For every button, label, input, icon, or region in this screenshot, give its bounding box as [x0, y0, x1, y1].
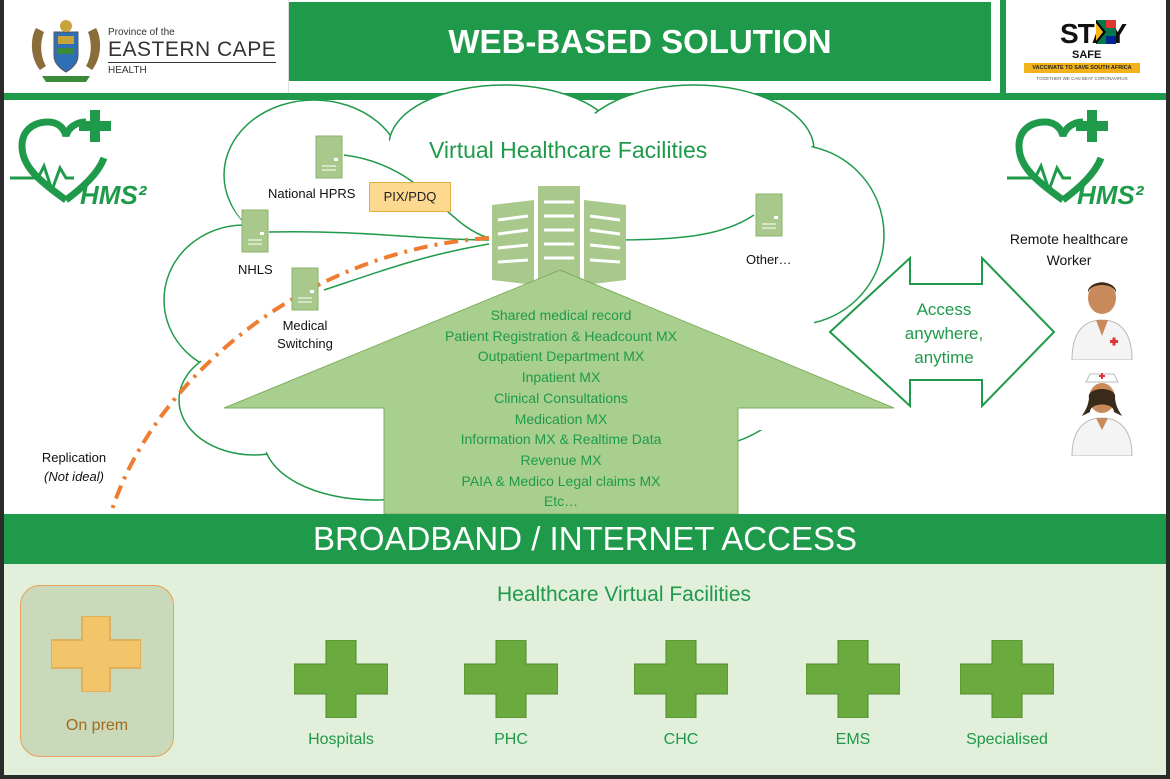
- facility-ems: EMS: [805, 639, 901, 760]
- service-item: Shared medical record: [490, 307, 632, 323]
- service-item: Medication MX: [514, 410, 608, 427]
- other-label: Other…: [746, 252, 792, 267]
- server-other-icon: [755, 193, 783, 237]
- facility-label: CHC: [663, 731, 699, 748]
- service-item: Revenue MX: [520, 451, 602, 468]
- on-prem-label: On prem: [65, 717, 129, 734]
- cloud-diagram: [98, 84, 1056, 581]
- nhls-label: NHLS: [238, 262, 273, 277]
- ems-cross-icon: [805, 639, 901, 719]
- stay-safe-tagline: VACCINATE TO SAVE SOUTH AFRICA: [1024, 63, 1140, 73]
- server-national-hprs-icon: [315, 135, 343, 179]
- header-rule: [4, 93, 1166, 100]
- on-prem-box: On prem: [20, 585, 174, 757]
- doctor-icon: [1071, 282, 1133, 360]
- page-title: WEB-BASED SOLUTION: [289, 2, 991, 81]
- medical-switching-label-1: Medical: [282, 318, 328, 333]
- server-medical-switching-icon: [291, 267, 319, 311]
- server-nhls-icon: [241, 209, 269, 253]
- cloud-title: Virtual Healthcare Facilities: [429, 137, 708, 163]
- facilities-title: Healthcare Virtual Facilities: [496, 583, 752, 606]
- header-divider: [1000, 0, 1006, 93]
- service-item: Inpatient MX: [521, 369, 601, 386]
- facility-label: Specialised: [966, 731, 1048, 748]
- facility-label: EMS: [835, 731, 871, 748]
- hms-text-left: HMS²: [80, 180, 147, 210]
- remote-worker-label: Remote healthcare Worker: [994, 229, 1144, 271]
- facility-specialised: Specialised: [959, 639, 1055, 760]
- access-line: anywhere,: [904, 324, 984, 343]
- slide: Province of the EASTERN CAPE HEALTH WEB-…: [4, 0, 1166, 775]
- facility-label: Hospitals: [308, 731, 374, 748]
- service-item: Etc…: [543, 493, 579, 510]
- service-item: PAIA & Medico Legal claims MX: [461, 472, 661, 489]
- stay-safe-safe: SAFE: [1072, 49, 1102, 61]
- service-item: Patient Registration & Headcount MX: [445, 327, 677, 344]
- logo-line2: EASTERN CAPE: [108, 38, 277, 63]
- remote-worker-label-line: Worker: [1046, 252, 1092, 268]
- access-double-arrow: [828, 255, 1056, 409]
- remote-worker-label-line: Remote healthcare: [1009, 231, 1129, 247]
- broadband-banner: BROADBAND / INTERNET ACCESS: [4, 514, 1166, 564]
- nurse-icon: [1071, 373, 1133, 456]
- server-cluster-icon: [492, 186, 626, 290]
- facility-phc: PHC: [463, 639, 559, 760]
- service-item: Information MX & Realtime Data: [460, 431, 662, 448]
- facility-hospitals: Hospitals: [293, 639, 389, 760]
- stay-safe-logo: STAY SAFE VACCINATE TO SAVE SOUTH AFRICA…: [1008, 0, 1166, 93]
- service-item: Outpatient Department MX: [477, 348, 645, 365]
- sa-flag-icon: [1096, 20, 1116, 44]
- coat-of-arms-icon: [31, 20, 101, 82]
- replication-line1: Replication: [41, 450, 107, 465]
- medical-switching-label-2: Switching: [277, 336, 333, 351]
- specialised-cross-icon: [959, 639, 1055, 719]
- national-hprs-label: National HPRS: [268, 186, 356, 201]
- stay-safe-subtag: TOGETHER WE CAN BEAT CORONAVIRUS: [1036, 76, 1128, 81]
- replication-line2: (Not ideal): [44, 469, 104, 484]
- service-item: Clinical Consultations: [494, 389, 628, 406]
- facility-label: PHC: [494, 731, 528, 748]
- access-line: Access: [916, 300, 972, 319]
- facility-chc: CHC: [633, 639, 729, 760]
- services-list: Shared medical record Patient Registrati…: [384, 305, 738, 512]
- chc-cross-icon: [633, 639, 729, 719]
- eastern-cape-logo: Province of the EASTERN CAPE HEALTH: [4, 0, 289, 93]
- phc-cross-icon: [463, 639, 559, 719]
- on-prem-cross-icon: [51, 616, 141, 692]
- hospitals-cross-icon: [293, 639, 389, 719]
- access-text: Access anywhere, anytime: [884, 298, 1004, 370]
- logo-line1: Province of the: [108, 27, 175, 38]
- access-line: anytime: [914, 348, 974, 367]
- hms-heart-logo-right: [1007, 110, 1108, 203]
- replication-label: Replication (Not ideal): [26, 448, 122, 486]
- hms-heart-logo-left: [10, 110, 111, 203]
- logo-line3: HEALTH: [108, 65, 147, 76]
- hms-text-right: HMS²: [1077, 180, 1144, 210]
- pix-pdq-box: PIX/PDQ: [369, 182, 451, 212]
